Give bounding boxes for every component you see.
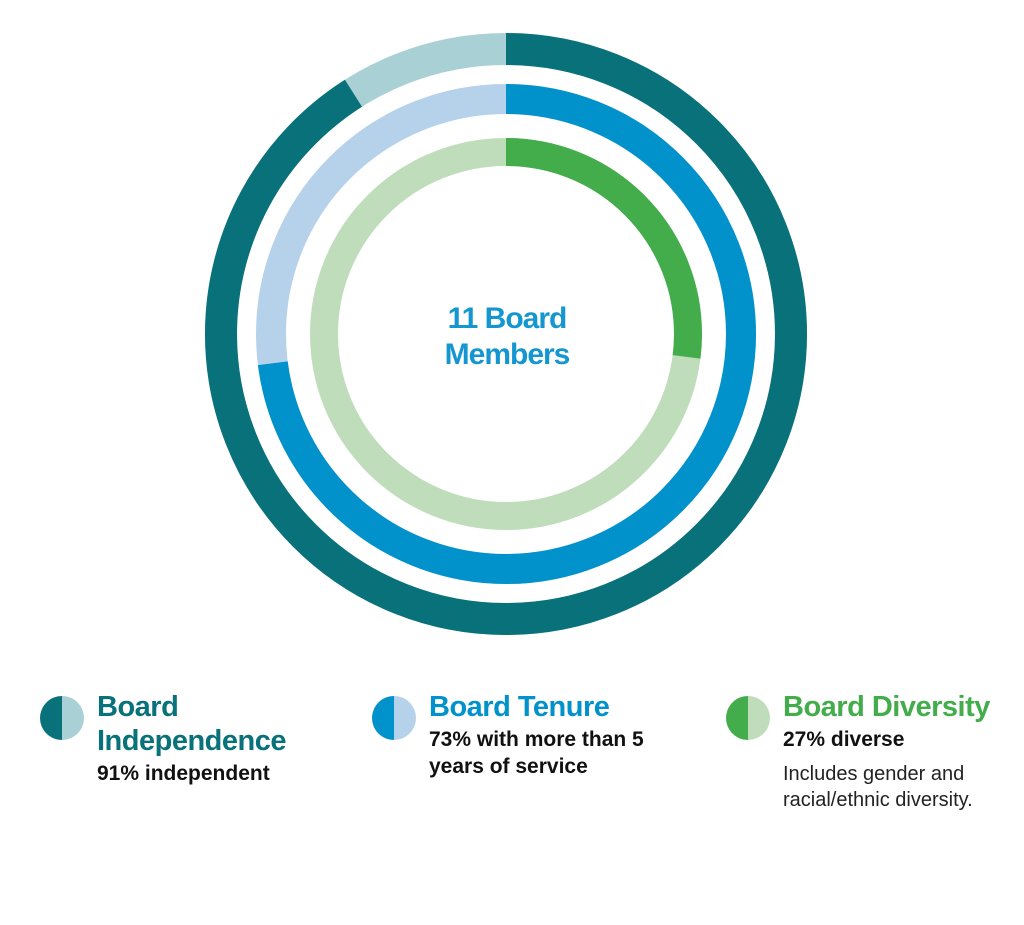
legend-text: Board Tenure 73% with more than 5 years … (429, 690, 679, 780)
legend-title-diversity: Board Diversity (783, 691, 990, 723)
legend-text: Board Diversity 27% diverse Includes gen… (783, 690, 1024, 813)
ring-value-tenure (256, 84, 756, 584)
legend-stat-tenure: 73% with more than 5 years of service (429, 728, 644, 778)
ring-value-diversity (310, 138, 702, 530)
icon-left-half (372, 696, 394, 740)
legend-stat-diversity: 27% diverse (783, 728, 905, 751)
legend-text: Board Independence 91% independent (97, 690, 347, 787)
legend-title-tenure: Board Tenure (429, 691, 610, 723)
ring-value-independence (205, 33, 807, 635)
half-circle-icon (726, 696, 770, 740)
legend-note-diversity: Includes gender and racial/ethnic divers… (783, 763, 973, 811)
legend-title-independence: Board Independence (97, 691, 287, 757)
icon-right-half (62, 696, 84, 740)
icon-left-half (40, 696, 62, 740)
center-label: 11 Board Members (382, 301, 632, 373)
half-circle-icon (372, 696, 416, 740)
icon-right-half (748, 696, 770, 740)
icon-right-half (394, 696, 416, 740)
half-circle-icon (40, 696, 84, 740)
rings-group (205, 33, 807, 635)
icon-left-half (726, 696, 748, 740)
center-label-line2: Members (444, 338, 571, 371)
legend-stat-independence: 91% independent (97, 762, 270, 785)
center-label-line1: 11 Board (447, 302, 568, 335)
